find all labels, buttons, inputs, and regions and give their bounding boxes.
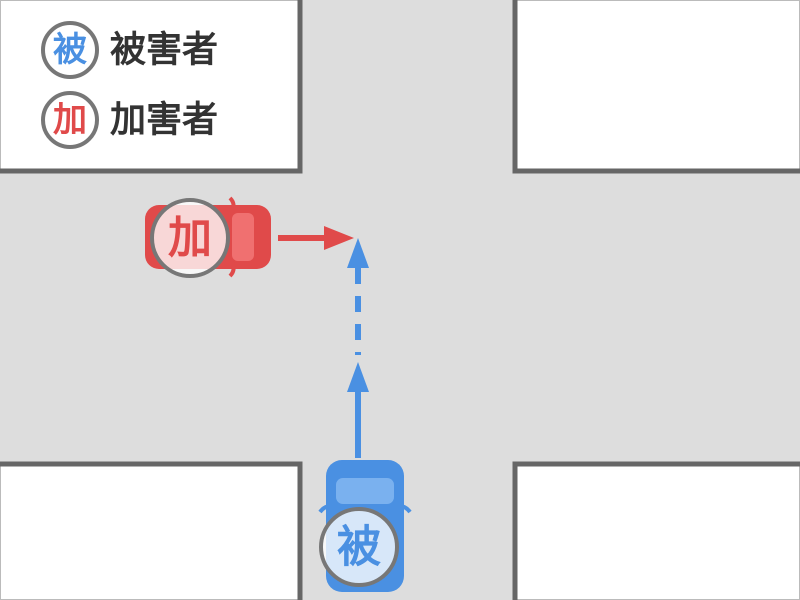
offender-car-badge (150, 198, 230, 278)
victim-arrow-head-top (347, 238, 369, 268)
victim-path (347, 238, 369, 458)
legend: 被 被害者 加 加害者 (41, 21, 218, 149)
horizontal-road (0, 171, 800, 464)
legend-offender-label: 加害者 (110, 100, 218, 141)
curb-top-left (0, 0, 303, 174)
victim-car: 被 (318, 460, 412, 592)
victim-car-windshield (336, 478, 394, 504)
curb-bottom-left (0, 461, 303, 600)
offender-arrow-head (324, 226, 354, 250)
offender-arrow (278, 226, 354, 250)
legend-item-victim: 被 被害者 (41, 21, 218, 79)
offender-car-badge-char: 加 (168, 213, 212, 264)
legend-victim-badge (41, 21, 99, 79)
legend-offender-badge-char: 加 (53, 100, 87, 140)
curb-bottom-right (512, 461, 800, 600)
legend-victim-badge-char: 被 (53, 30, 87, 70)
offender-car-mirror-bottom (228, 261, 236, 278)
victim-car-mirror-right (395, 504, 412, 514)
curb-top-right (512, 0, 800, 174)
legend-item-offender: 加 加害者 (41, 91, 218, 149)
victim-car-badge-char: 被 (337, 522, 381, 573)
victim-arrow-head-bottom (347, 362, 369, 392)
offender-car-windshield (232, 213, 254, 261)
legend-offender-badge (41, 91, 99, 149)
legend-victim-label: 被害者 (110, 30, 218, 71)
victim-car-mirror-left (318, 504, 335, 514)
offender-car-mirror-top (228, 196, 236, 213)
victim-car-badge (319, 507, 399, 587)
offender-car: 加 (145, 196, 271, 278)
